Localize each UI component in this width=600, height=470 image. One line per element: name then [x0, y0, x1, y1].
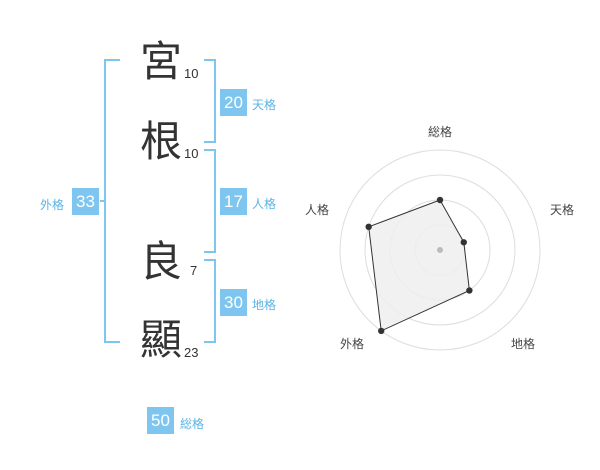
stroke-count-2: 10	[184, 146, 199, 161]
gaikaku-badge: 33	[72, 188, 99, 215]
radar-ring-3	[364, 174, 516, 326]
radar-label-soukaku: 総格	[428, 125, 453, 139]
gaikaku-bracket-tick	[100, 200, 106, 202]
chikaku-label: 地格	[252, 298, 277, 312]
radar-point-3	[378, 327, 385, 335]
radar-label-jinkaku: 人格	[305, 203, 330, 217]
radar-points	[365, 196, 473, 335]
radar-point-1	[460, 239, 467, 246]
chikaku-bracket	[204, 259, 216, 343]
tenkaku-badge: 20	[220, 89, 247, 116]
radar-point-2	[466, 287, 473, 294]
name-char-1: 宮	[140, 37, 183, 86]
radar-label-tenkaku: 天格	[550, 203, 575, 217]
radar-polygon	[368, 199, 470, 332]
radar-label-gaikaku: 外格	[340, 337, 365, 351]
soukaku-label: 総格	[180, 417, 205, 431]
chikaku-badge: 30	[220, 289, 247, 316]
soukaku-badge: 50	[147, 407, 174, 434]
radar-label-chikaku: 地格	[511, 337, 536, 351]
name-char-4: 顯	[140, 315, 183, 364]
name-char-3: 良	[140, 237, 183, 286]
stroke-count-4: 23	[184, 345, 199, 360]
radar-ring-4	[339, 149, 541, 351]
jinkaku-bracket	[204, 149, 216, 253]
jinkaku-label: 人格	[252, 197, 277, 211]
jinkaku-badge: 17	[220, 188, 247, 215]
radar-center-dot	[437, 247, 443, 253]
name-char-2: 根	[140, 117, 183, 166]
tenkaku-label: 天格	[252, 98, 277, 112]
radar-point-4	[365, 223, 372, 231]
stroke-count-3: 7	[190, 263, 198, 278]
tenkaku-bracket	[204, 59, 216, 143]
gaikaku-label: 外格	[40, 198, 65, 212]
radar-point-0	[436, 196, 444, 204]
stroke-count-1: 10	[184, 66, 199, 81]
